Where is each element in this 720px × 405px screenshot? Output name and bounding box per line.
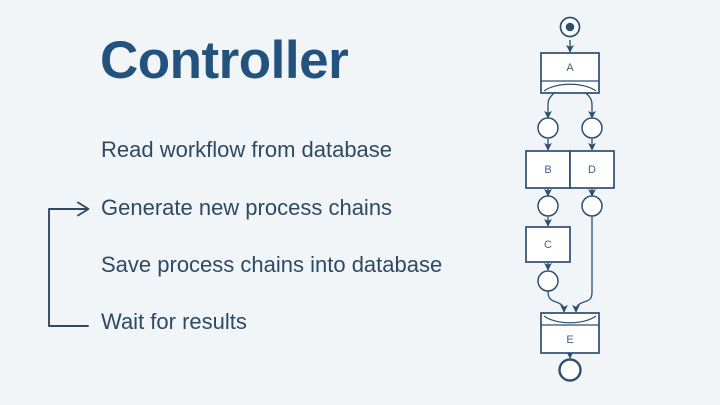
bullet-item-wait-results: Wait for results (101, 309, 247, 334)
node-start-event (559, 16, 581, 38)
edge-a-to-gw2 (585, 92, 596, 119)
edge-gw5-to-e (547, 290, 568, 313)
node-event-gw4 (581, 195, 603, 217)
loop-back-arrow-icon (48, 201, 90, 327)
node-label-b: B (544, 164, 551, 176)
node-task-d: D (569, 150, 615, 189)
bullet-item-generate-chains: Generate new process chains (101, 195, 393, 220)
left-content-panel: Controller Read workflow from database G… (48, 31, 443, 334)
process-chain-diagram: A B D C E (525, 16, 615, 382)
node-event-gw5 (537, 270, 559, 292)
node-event-gw3 (537, 195, 559, 217)
edge-gw4-to-e (572, 217, 593, 313)
node-event-gw2 (581, 117, 603, 139)
bullet-item-read-workflow: Read workflow from database (101, 137, 393, 162)
page-title: Controller (100, 31, 349, 90)
node-end-event (558, 358, 582, 382)
node-label-e: E (566, 334, 573, 346)
node-label-a: A (566, 62, 574, 74)
edge-a-to-gw1 (544, 92, 555, 119)
bullet-item-save-chains: Save process chains into database (101, 252, 443, 277)
node-event-gw1 (537, 117, 559, 139)
node-task-b: B (525, 150, 571, 189)
node-task-c: C (525, 226, 571, 263)
node-subprocess-e: E (540, 312, 600, 354)
node-subprocess-a: A (540, 52, 600, 94)
node-label-d: D (588, 164, 596, 176)
node-label-c: C (544, 239, 552, 251)
